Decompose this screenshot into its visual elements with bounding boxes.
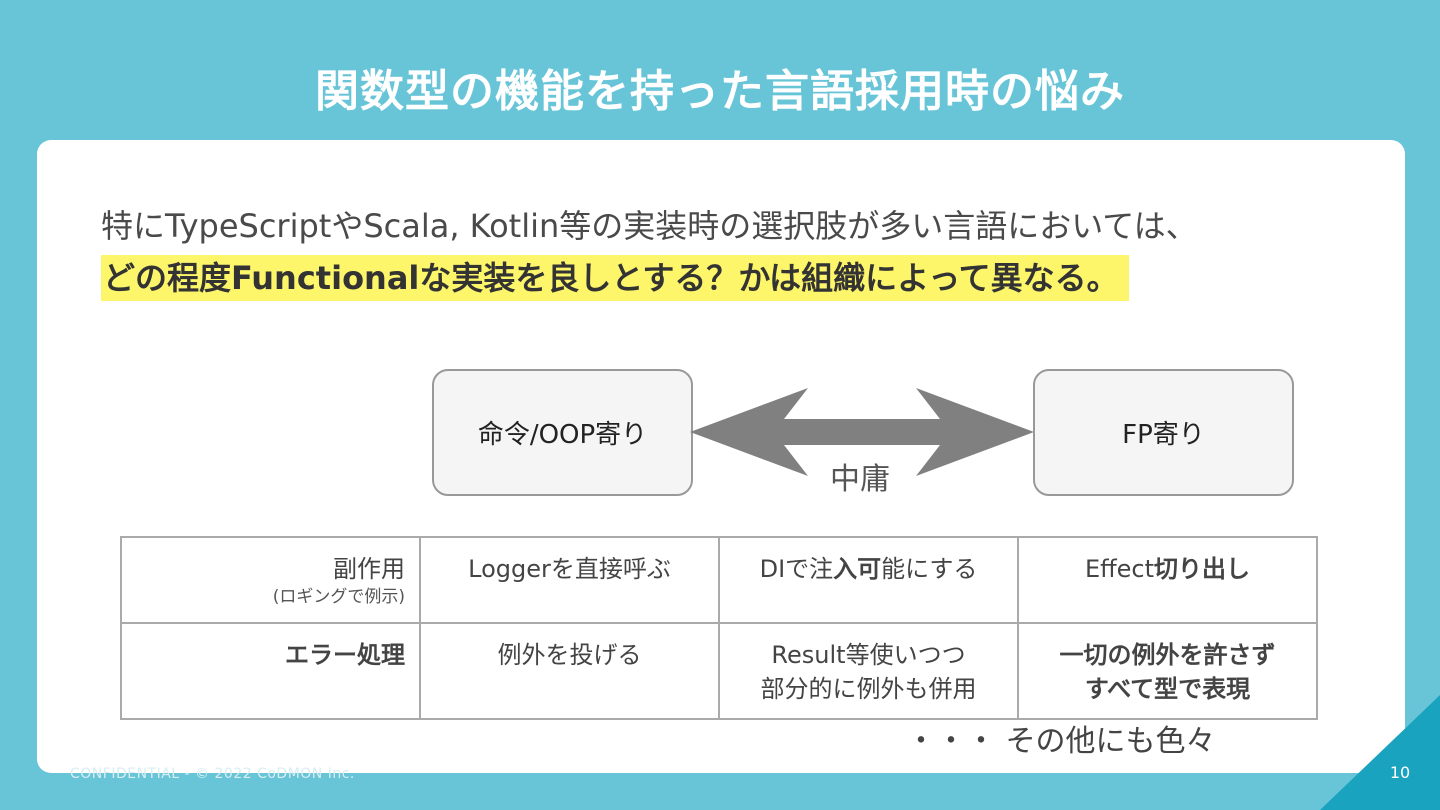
fp-box: FP寄り	[1033, 369, 1294, 496]
imperative-oop-label: 命令/OOP寄り	[477, 420, 648, 450]
table-cell: Loggerを直接呼ぶ	[419, 536, 720, 624]
row-header-error-handling: エラー処理	[120, 622, 421, 720]
corner-triangle-shape	[1320, 695, 1440, 810]
table-cell: 例外を投げる	[419, 622, 720, 720]
cell-text: 能にする	[881, 555, 978, 583]
row-header-side-effect: 副作用 (ロギングで例示)	[120, 536, 421, 624]
table-row: 副作用 (ロギングで例示) Loggerを直接呼ぶ DIで注入可能にする Eff…	[120, 536, 1318, 624]
imperative-oop-box: 命令/OOP寄り	[432, 369, 693, 496]
comparison-table: 副作用 (ロギングで例示) Loggerを直接呼ぶ DIで注入可能にする Eff…	[120, 536, 1318, 720]
cell-line: Result等使いつつ	[771, 641, 966, 669]
page-number: 10	[1389, 763, 1411, 782]
cell-text: Effect	[1084, 555, 1155, 583]
row-header-label: 副作用	[333, 555, 405, 583]
row-header-sub: (ロギングで例示)	[272, 587, 405, 607]
cell-line: すべて型で表現	[1084, 675, 1251, 703]
double-arrow-icon	[690, 388, 1034, 476]
slide-title: 関数型の機能を持った言語採用時の悩み	[315, 66, 1125, 117]
cell-text: DIで注	[759, 555, 834, 583]
cell-line: 部分的に例外も併用	[760, 675, 977, 703]
middle-ground-label: 中庸	[830, 462, 890, 497]
table-cell: Result等使いつつ 部分的に例外も併用	[718, 622, 1019, 720]
corner-triangle-icon	[1320, 695, 1440, 810]
etc-note: ・・・ その他にも色々	[906, 724, 1216, 759]
table-row: エラー処理 例外を投げる Result等使いつつ 部分的に例外も併用 一切の例外…	[120, 622, 1318, 720]
cell-text-bold: 入可	[833, 555, 882, 583]
table-cell: DIで注入可能にする	[718, 536, 1019, 624]
table-cell: Effect切り出し	[1017, 536, 1318, 624]
lead-text: 特にTypeScriptやScala, Kotlin等の実装時の選択肢が多い言語…	[101, 207, 1198, 245]
table-cell: 一切の例外を許さず すべて型で表現	[1017, 622, 1318, 720]
highlighted-statement: どの程度Functionalな実装を良しとする？かは組織によって異なる。	[101, 255, 1129, 301]
fp-label: FP寄り	[1122, 420, 1205, 450]
cell-text-bold: 切り出し	[1154, 555, 1251, 583]
double-arrow-shape	[690, 388, 1034, 476]
cell-line: 一切の例外を許さず	[1059, 641, 1276, 669]
footer-confidential: CONFIDENTIAL - © 2022 CoDMON Inc.	[70, 766, 355, 782]
